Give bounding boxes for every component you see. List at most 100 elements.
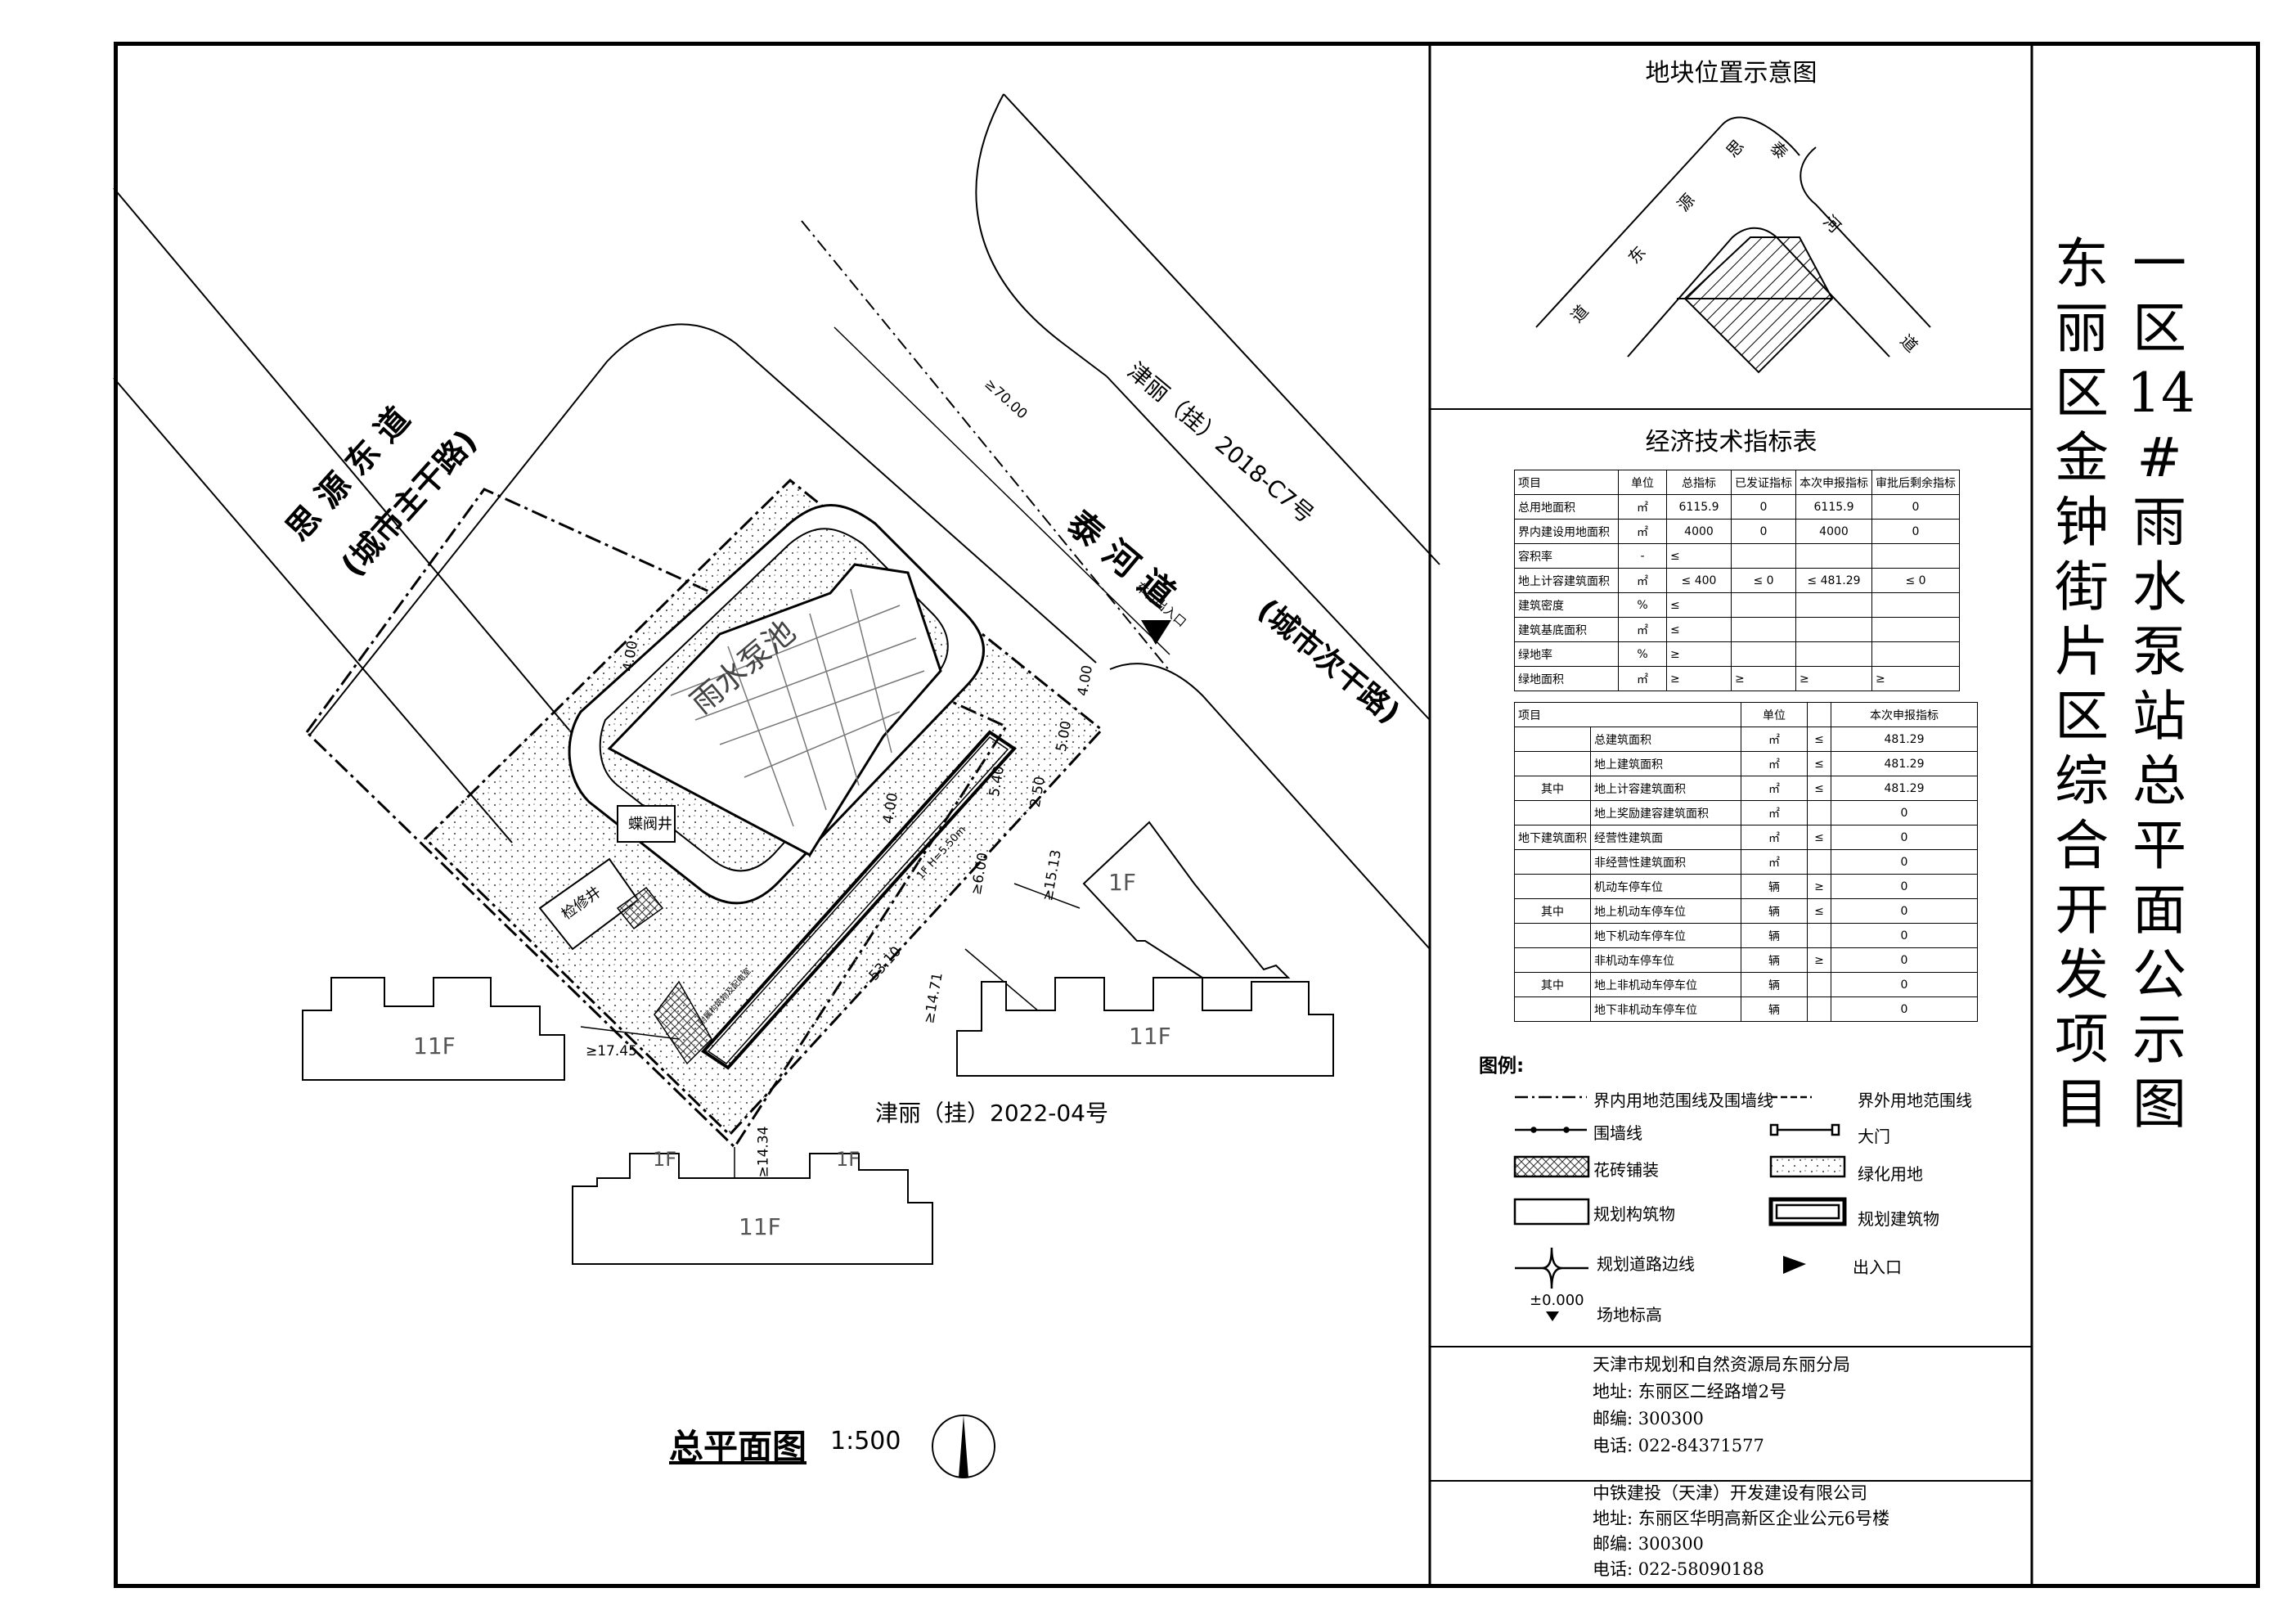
table-cell: 0 (1831, 800, 1978, 825)
table-cell: 0 (1831, 947, 1978, 973)
building-1f-label: 1F (1108, 869, 1136, 896)
table-cell: ≤ 481.29 (1795, 568, 1872, 593)
table-cell (1731, 617, 1796, 642)
header-cell: 项目 (1514, 470, 1619, 495)
table-cell: 地下建筑面积 (1514, 825, 1591, 850)
table-row: 机动车停车位辆≥0 (1514, 874, 1978, 899)
table-cell: 地下机动车停车位 (1590, 923, 1741, 948)
title-char: 片 (2055, 620, 2109, 683)
title-char: 区 (2132, 297, 2186, 360)
table-cell: 地上非机动车停车位 (1590, 972, 1741, 997)
table-cell (1514, 849, 1591, 875)
table-cell: ≤ (1807, 727, 1831, 752)
legend-elevation-value: ±0.000 (1530, 1292, 1584, 1309)
legend-title: 图例: (1479, 1055, 1525, 1077)
table-cell (1807, 996, 1831, 1022)
table-row: 绿地率%≥ (1514, 641, 1960, 667)
table-cell: 辆 (1741, 996, 1808, 1022)
authority-name: 天津市规划和自然资源局东丽分局 (1593, 1355, 1850, 1374)
authority-postcode: 邮编: 300300 (1593, 1409, 1704, 1428)
legend-structure: 规划构筑物 (1593, 1204, 1675, 1224)
table-cell: 绿地率 (1514, 641, 1619, 667)
table-cell: ㎡ (1741, 825, 1808, 850)
title-char: 发 (2055, 943, 2109, 1006)
table-cell: % (1618, 641, 1667, 667)
title-char: # (2136, 426, 2182, 489)
title-char: 平 (2132, 814, 2186, 877)
building-11f-c-label: 11F (739, 1213, 781, 1240)
table-cell (1514, 996, 1591, 1022)
table-cell: 容积率 (1514, 543, 1619, 569)
title-char: 开 (2055, 879, 2109, 942)
table-cell: 0 (1831, 972, 1978, 997)
table-cell: 辆 (1741, 947, 1808, 973)
table-row: 容积率-≤ (1514, 543, 1960, 569)
table-cell: ≥ (1731, 666, 1796, 691)
table-cell: 0 (1871, 519, 1960, 544)
table-cell: 地上计容建筑面积 (1514, 568, 1619, 593)
plan-title: 总平面图 (669, 1427, 807, 1467)
legend-inner-line: 界内用地范围线及围墙线 (1593, 1091, 1773, 1110)
table-cell (1514, 727, 1591, 752)
table-cell: 绿地面积 (1514, 666, 1619, 691)
header-cell: 本次申报指标 (1831, 702, 1978, 727)
table-cell (1807, 849, 1831, 875)
title-char: 面 (2132, 879, 2186, 942)
table-cell: 非经营性建筑面积 (1590, 849, 1741, 875)
header-cell: 本次申报指标 (1795, 470, 1872, 495)
header-cell: 已发证指标 (1731, 470, 1796, 495)
table-cell: 辆 (1741, 972, 1808, 997)
title-char: 泵 (2132, 620, 2186, 683)
legend-gate: 大门 (1858, 1127, 1890, 1146)
dim-d12: ≥14.34 (755, 1126, 772, 1178)
table-cell: 辆 (1741, 898, 1808, 924)
dim-d11: ≥17.45 (586, 1043, 637, 1059)
building-1f-c-label: 1F (836, 1148, 860, 1171)
table-header-row: 项目 单位 本次申报指标 (1514, 702, 1978, 727)
table-cell: 地下非机动车停车位 (1590, 996, 1741, 1022)
table-cell: ㎡ (1618, 617, 1667, 642)
developer-postcode: 邮编: 300300 (1593, 1534, 1704, 1554)
legend-building: 规划建筑物 (1858, 1209, 1939, 1229)
table-cell: ㎡ (1741, 800, 1808, 825)
table-cell: 非机动车停车位 (1590, 947, 1741, 973)
table-cell: 4000 (1795, 519, 1872, 544)
developer-block: 中铁建投（天津）开发建设有限公司 地址: 东丽区华明高新区企业公元6号楼 邮编:… (1593, 1481, 1889, 1582)
table-header-row: 项目 单位 总指标 已发证指标 本次申报指标 审批后剩余指标 (1514, 470, 1960, 495)
title-char: 街 (2055, 556, 2109, 619)
title-char: 站 (2132, 685, 2186, 748)
table-cell: 经营性建筑面 (1590, 825, 1741, 850)
table-cell: ≥ (1666, 666, 1732, 691)
table-cell: 其中 (1514, 972, 1591, 997)
table-cell: 辆 (1741, 923, 1808, 948)
authority-address: 地址: 东丽区二经路增2号 (1593, 1382, 1787, 1401)
title-char: 雨 (2132, 491, 2186, 554)
building-11f-b-label: 11F (1129, 1023, 1171, 1050)
table-cell: ≤ (1807, 776, 1831, 801)
title-char: 区 (2055, 362, 2109, 425)
table-cell (1795, 617, 1872, 642)
table-cell: 0 (1831, 849, 1978, 875)
table-cell: ≤ (1807, 751, 1831, 776)
table-cell (1807, 923, 1831, 948)
table-cell: 其中 (1514, 776, 1591, 801)
table-cell: 481.29 (1831, 727, 1978, 752)
table-cell (1514, 947, 1591, 973)
table-row: 建筑密度%≤ (1514, 592, 1960, 618)
table-cell: 地上计容建筑面积 (1590, 776, 1741, 801)
table-cell: ≥ (1666, 641, 1732, 667)
legend-paving: 花砖铺装 (1593, 1160, 1659, 1180)
table-cell: 6115.9 (1795, 494, 1872, 520)
table-cell: ≥ (1807, 874, 1831, 899)
authority-phone: 电话: 022-84371577 (1593, 1436, 1764, 1455)
